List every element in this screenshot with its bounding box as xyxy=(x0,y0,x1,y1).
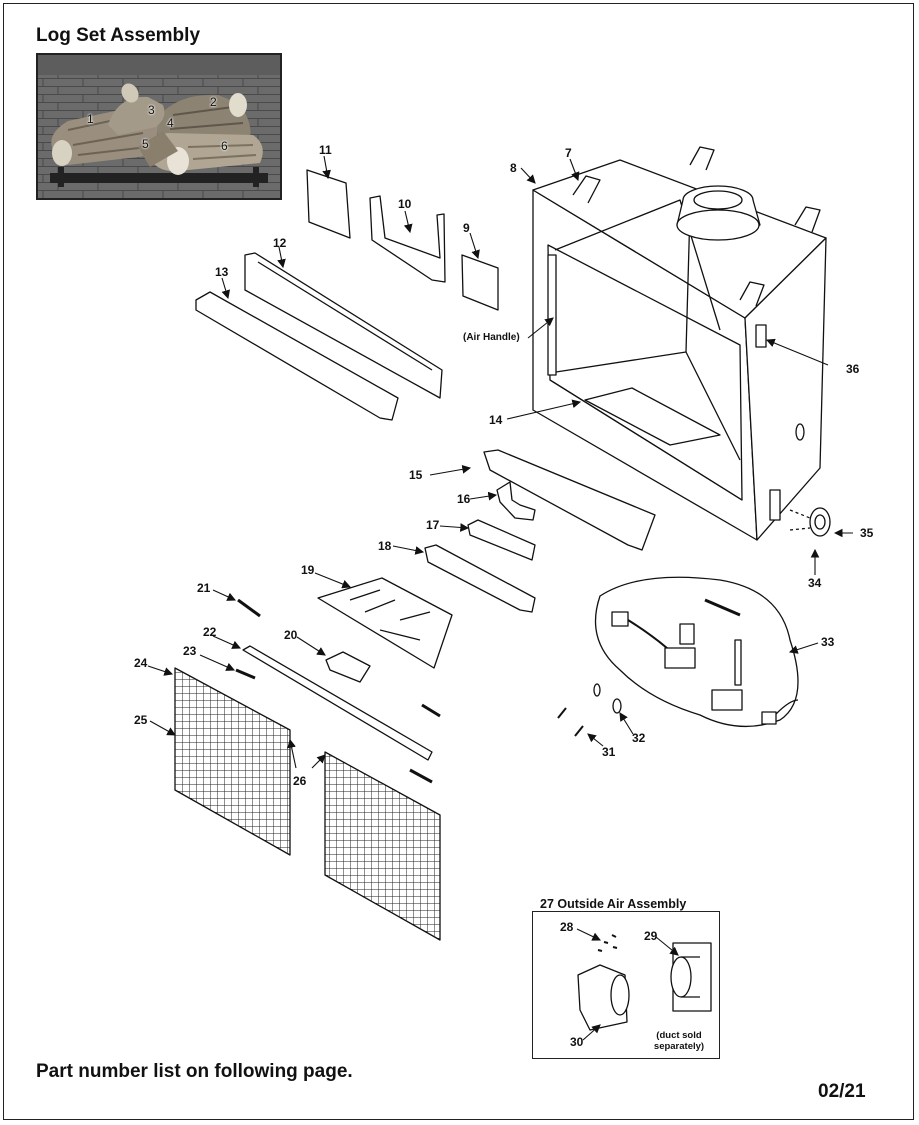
part-31-screws xyxy=(557,707,567,719)
part-11-panel xyxy=(306,169,351,239)
label-part-8: 8 xyxy=(510,161,517,175)
label-part-32: 32 xyxy=(632,731,646,745)
label-part-11: 11 xyxy=(319,143,332,157)
log-number-1: 1 xyxy=(87,112,94,126)
label-part-17: 17 xyxy=(426,518,440,532)
part-19-pan xyxy=(317,577,453,669)
air-handle-label: (Air Handle) xyxy=(463,332,520,343)
revision-date: 02/21 xyxy=(818,1081,866,1102)
label-part-23: 23 xyxy=(183,644,197,658)
part-35-36-hardware xyxy=(789,507,831,537)
label-part-16: 16 xyxy=(457,492,471,506)
label-part-10: 10 xyxy=(398,197,412,211)
part-15-grate xyxy=(483,449,656,551)
part-22-rod xyxy=(242,645,433,761)
label-part-29: 29 xyxy=(644,929,658,943)
log-number-5: 5 xyxy=(142,137,149,151)
duct-sold-separately-note: (duct sold separately) xyxy=(653,1030,705,1052)
part-21-clip xyxy=(237,598,261,618)
label-part-24: 24 xyxy=(134,656,148,670)
part-26-screen-right xyxy=(324,751,441,941)
label-part-35: 35 xyxy=(860,526,874,540)
log-number-2: 2 xyxy=(210,95,217,109)
part-32-fittings xyxy=(593,683,601,697)
log-set-assembly-title: Log Set Assembly xyxy=(36,25,201,46)
label-part-18: 18 xyxy=(378,539,392,553)
log-number-3: 3 xyxy=(148,103,155,117)
part-33-valve-kit xyxy=(594,576,799,728)
log-set-photo xyxy=(36,53,282,200)
log-number-6: 6 xyxy=(221,139,228,153)
label-part-13: 13 xyxy=(215,265,229,279)
label-part-7: 7 xyxy=(565,146,572,160)
part-17-plate xyxy=(467,519,536,561)
label-part-34: 34 xyxy=(808,576,822,590)
label-part-36: 36 xyxy=(846,362,860,376)
part-10-bracket xyxy=(369,195,446,283)
part-list-footer-note: Part number list on following page. xyxy=(36,1061,353,1082)
label-part-22: 22 xyxy=(203,625,217,639)
outside-air-assembly-title: 27 Outside Air Assembly xyxy=(538,897,689,911)
part-20-bracket xyxy=(325,651,371,683)
label-part-30: 30 xyxy=(570,1035,584,1049)
label-part-12: 12 xyxy=(273,236,287,250)
page-border xyxy=(3,3,914,1120)
part-23-clip xyxy=(235,668,256,680)
label-part-26: 26 xyxy=(293,774,307,788)
part-18-channel xyxy=(424,544,536,613)
part-25-screen-left xyxy=(174,667,291,856)
label-part-31: 31 xyxy=(602,745,616,759)
part-13-rail xyxy=(195,291,399,421)
label-part-14: 14 xyxy=(489,413,503,427)
log-number-4: 4 xyxy=(167,116,174,130)
label-part-20: 20 xyxy=(284,628,298,642)
label-part-28: 28 xyxy=(560,920,574,934)
part-16-bracket xyxy=(496,481,536,521)
part-28-screws xyxy=(597,934,618,952)
label-part-21: 21 xyxy=(197,581,211,595)
label-part-9: 9 xyxy=(463,221,470,235)
label-part-25: 25 xyxy=(134,713,148,727)
label-part-33: 33 xyxy=(821,635,835,649)
firebox-unit xyxy=(532,146,827,541)
part-12-panel xyxy=(244,252,443,399)
outside-air-assembly-box xyxy=(532,911,720,1059)
label-part-19: 19 xyxy=(301,563,315,577)
part-9-panel xyxy=(461,254,499,311)
label-part-15: 15 xyxy=(409,468,423,482)
